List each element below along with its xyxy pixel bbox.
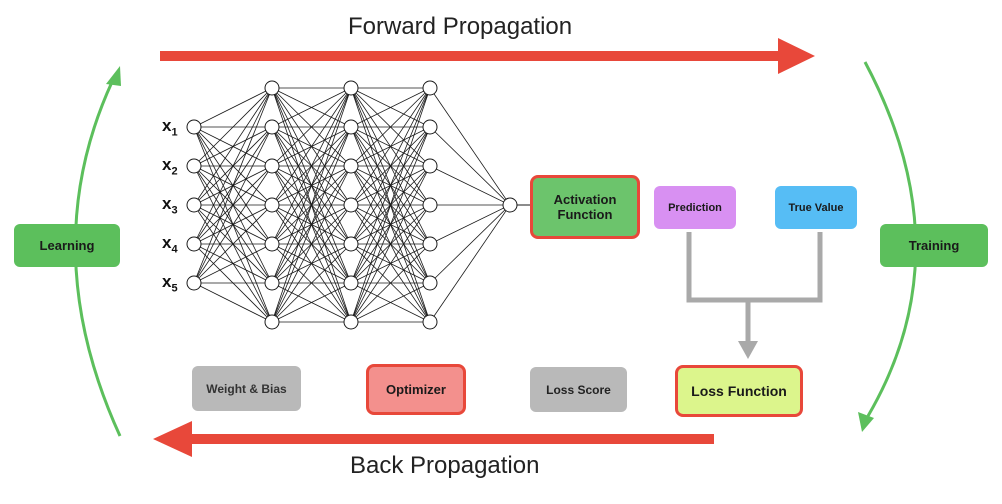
connection-2-4-0 bbox=[350, 87, 431, 245]
neuron-layer2-1 bbox=[343, 119, 359, 135]
connection-3-6-0 bbox=[429, 204, 511, 323]
neuron-layer3-5 bbox=[422, 275, 438, 291]
activation-label-line1: Activation bbox=[553, 192, 617, 207]
connection-0-1-0 bbox=[193, 87, 273, 167]
connection-1-2-0 bbox=[271, 87, 352, 167]
neuron-layer2-0 bbox=[343, 80, 359, 96]
neuron-layer2-4 bbox=[343, 236, 359, 252]
connection-2-2-0 bbox=[350, 87, 431, 167]
loss-connector bbox=[686, 232, 823, 359]
connection-3-4-0 bbox=[429, 204, 511, 245]
connection-1-6-0 bbox=[271, 87, 352, 323]
neuron-layer2-2 bbox=[343, 158, 359, 174]
connection-1-6-1 bbox=[271, 126, 352, 323]
learning-box: Learning bbox=[14, 224, 120, 267]
connection-2-3-0 bbox=[350, 87, 431, 206]
neuron-layer1-3 bbox=[264, 197, 280, 213]
connection-2-6-2 bbox=[350, 165, 431, 323]
connection-1-6-4 bbox=[271, 243, 352, 323]
network-neurons bbox=[186, 80, 518, 330]
connection-0-4-0 bbox=[193, 87, 273, 284]
optimizer-box: Optimizer bbox=[366, 364, 466, 415]
connection-2-1-0 bbox=[350, 87, 431, 128]
activation-function-box: Activation Function bbox=[530, 175, 640, 239]
neuron-layer4-0 bbox=[502, 197, 518, 213]
neuron-layer3-3 bbox=[422, 197, 438, 213]
neuron-layer1-4 bbox=[264, 236, 280, 252]
connection-2-6-3 bbox=[350, 204, 431, 323]
neuron-layer3-6 bbox=[422, 314, 438, 330]
activation-label-line2: Function bbox=[557, 207, 613, 222]
input-label-x3: x3 bbox=[162, 194, 178, 217]
neuron-layer2-3 bbox=[343, 197, 359, 213]
prediction-box: Prediction bbox=[654, 186, 736, 229]
neuron-layer0-2 bbox=[186, 197, 202, 213]
connection-2-6-5 bbox=[350, 282, 431, 323]
neuron-layer1-5 bbox=[264, 275, 280, 291]
connection-1-6-2 bbox=[271, 165, 352, 323]
connection-0-4-2 bbox=[193, 165, 273, 284]
neuron-layer3-0 bbox=[422, 80, 438, 96]
connection-1-6-5 bbox=[271, 282, 352, 323]
neuron-layer1-0 bbox=[264, 80, 280, 96]
network-connections bbox=[193, 87, 530, 323]
neuron-layer0-4 bbox=[186, 275, 202, 291]
true-value-box: True Value bbox=[775, 186, 857, 229]
forward-propagation-title: Forward Propagation bbox=[348, 13, 573, 40]
connection-1-6-3 bbox=[271, 204, 352, 323]
neuron-layer1-6 bbox=[264, 314, 280, 330]
neuron-layer1-2 bbox=[264, 158, 280, 174]
neuron-layer3-1 bbox=[422, 119, 438, 135]
back-propagation-arrow bbox=[153, 421, 714, 457]
neuron-layer3-2 bbox=[422, 158, 438, 174]
input-label-x2: x2 bbox=[162, 155, 178, 178]
connection-0-4-3 bbox=[193, 204, 273, 284]
connection-2-6-0 bbox=[350, 87, 431, 323]
connection-0-2-0 bbox=[193, 87, 273, 206]
loss-score-box: Loss Score bbox=[530, 367, 627, 412]
connection-3-1-0 bbox=[429, 126, 511, 206]
input-label-x4: x4 bbox=[162, 233, 178, 256]
neuron-layer3-4 bbox=[422, 236, 438, 252]
connection-2-5-0 bbox=[350, 87, 431, 284]
connection-3-0-0 bbox=[429, 87, 511, 206]
neuron-layer1-1 bbox=[264, 119, 280, 135]
connection-0-0-0 bbox=[193, 87, 273, 128]
neuron-layer0-3 bbox=[186, 236, 202, 252]
connection-1-4-0 bbox=[271, 87, 352, 245]
connection-1-3-0 bbox=[271, 87, 352, 206]
connection-2-6-1 bbox=[350, 126, 431, 323]
connection-0-4-4 bbox=[193, 243, 273, 284]
connection-1-1-0 bbox=[271, 87, 352, 128]
connection-0-3-0 bbox=[193, 87, 273, 245]
neuron-layer0-0 bbox=[186, 119, 202, 135]
input-label-x5: x5 bbox=[162, 272, 178, 295]
connection-3-2-0 bbox=[429, 165, 511, 206]
training-box: Training bbox=[880, 224, 988, 267]
forward-propagation-arrow bbox=[160, 38, 815, 74]
back-propagation-title: Back Propagation bbox=[350, 452, 540, 479]
connection-3-5-0 bbox=[429, 204, 511, 284]
neuron-layer2-6 bbox=[343, 314, 359, 330]
connection-0-4-1 bbox=[193, 126, 273, 284]
loss-function-box: Loss Function bbox=[675, 365, 803, 417]
neuron-layer0-1 bbox=[186, 158, 202, 174]
connection-2-6-4 bbox=[350, 243, 431, 323]
connection-0-4-6 bbox=[193, 282, 273, 323]
weight-bias-box: Weight & Bias bbox=[192, 366, 301, 411]
input-label-x1: x1 bbox=[162, 116, 178, 139]
neuron-layer2-5 bbox=[343, 275, 359, 291]
connection-1-5-0 bbox=[271, 87, 352, 284]
